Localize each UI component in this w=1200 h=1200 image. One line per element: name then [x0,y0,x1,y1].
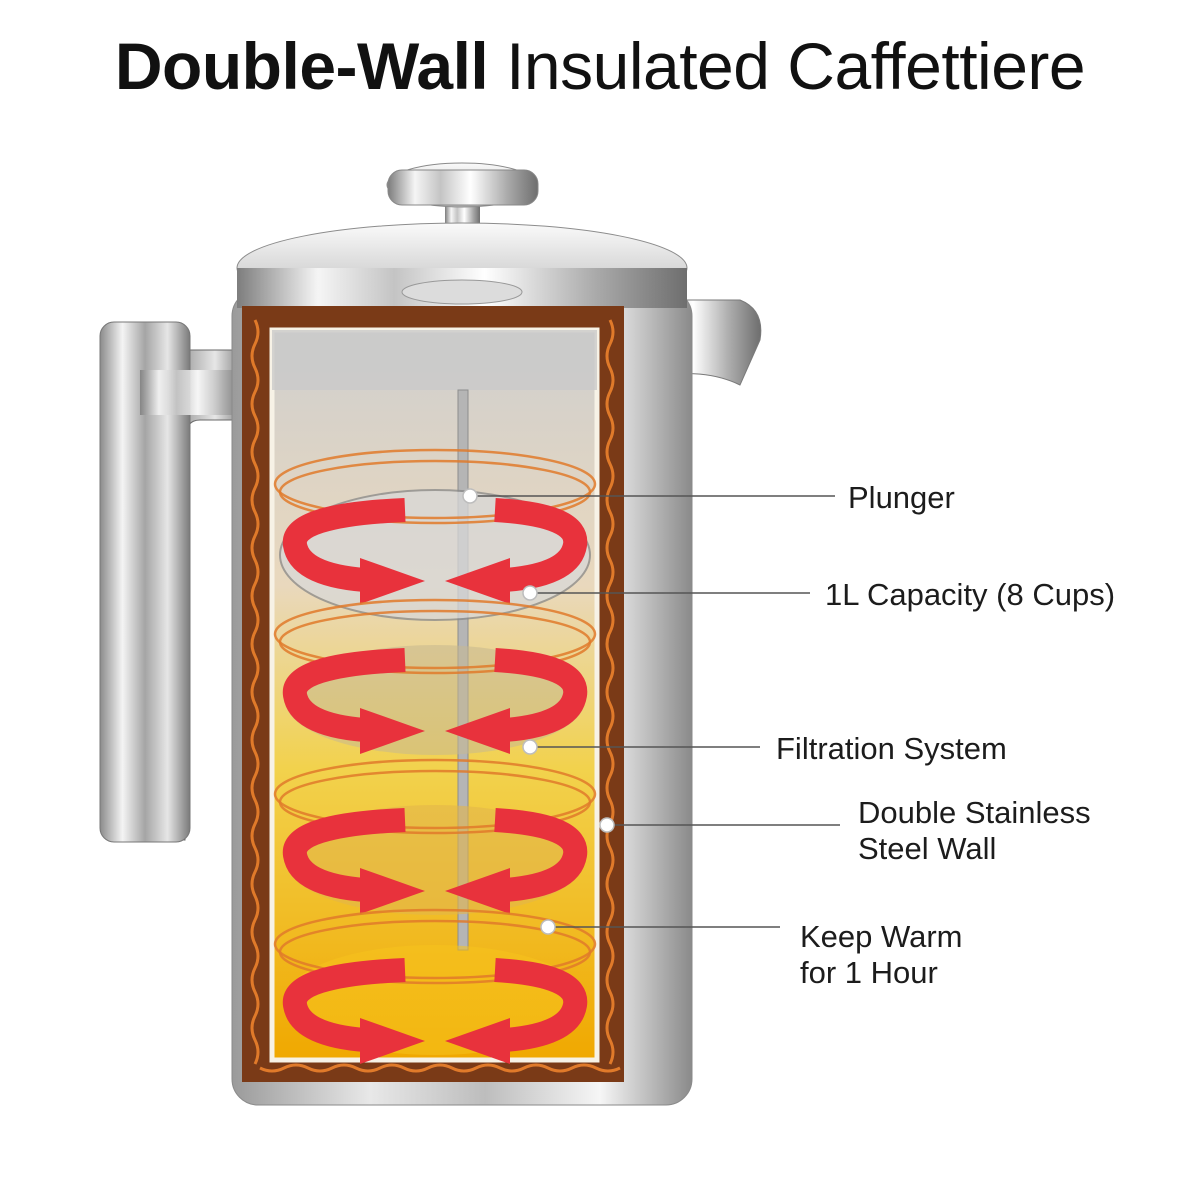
heat-arrow-arc-right [494,498,588,592]
warm-label-line1: Keep Warm [800,919,963,954]
heat-arrow-arc-left [282,808,406,902]
filtration-label: Filtration System [776,731,1007,766]
curved-arrow-icon [445,868,510,914]
curved-arrow-icon [445,1018,510,1064]
wall-label-line2: Steel Wall [858,831,997,866]
page-title: Double-Wall Insulated Caffettiere [0,28,1200,104]
wall-label-line1: Double Stainless [858,795,1091,830]
heat-arrow-arc-left [282,648,406,742]
curved-arrow-icon [360,1018,425,1064]
heat-glow-ring [273,908,597,980]
wall-dot-icon [599,817,615,833]
plunger-label: Plunger [848,480,955,515]
warm-label-line2: for 1 Hour [800,955,938,990]
warm-label: Keep Warm for 1 Hour [800,919,963,991]
heat-arrow-arc-right [494,958,588,1052]
heat-arrow-arc-left [282,498,406,592]
title-bold: Double-Wall [114,29,489,103]
curved-arrow-icon [360,868,425,914]
heat-glow-ring [273,448,597,520]
heat-circulation-group [273,448,597,1064]
handle [99,321,246,843]
heat-arrow-arc-left [282,958,406,1052]
wall-label: Double Stainless Steel Wall [858,795,1091,867]
heat-arrow-arc-right [494,808,588,902]
title-rest: Insulated Caffettiere [506,29,1086,103]
callout-lines [470,495,840,928]
plunger-dot-icon [462,488,478,504]
heat-glow-ring [273,598,597,670]
callout-dots [462,488,615,935]
filtration-dot-icon [522,739,538,755]
capacity-dot-icon [522,585,538,601]
curved-arrow-icon [360,558,425,604]
capacity-label: 1L Capacity (8 Cups) [825,577,1116,612]
heat-glow-ring [273,758,597,830]
curved-arrow-icon [360,708,425,754]
lid [236,222,688,314]
curved-arrow-icon [445,558,510,604]
warm-dot-icon [540,919,556,935]
lid-inside [272,330,597,390]
heat-arrow-arc-right [494,648,588,742]
curved-arrow-icon [445,708,510,754]
